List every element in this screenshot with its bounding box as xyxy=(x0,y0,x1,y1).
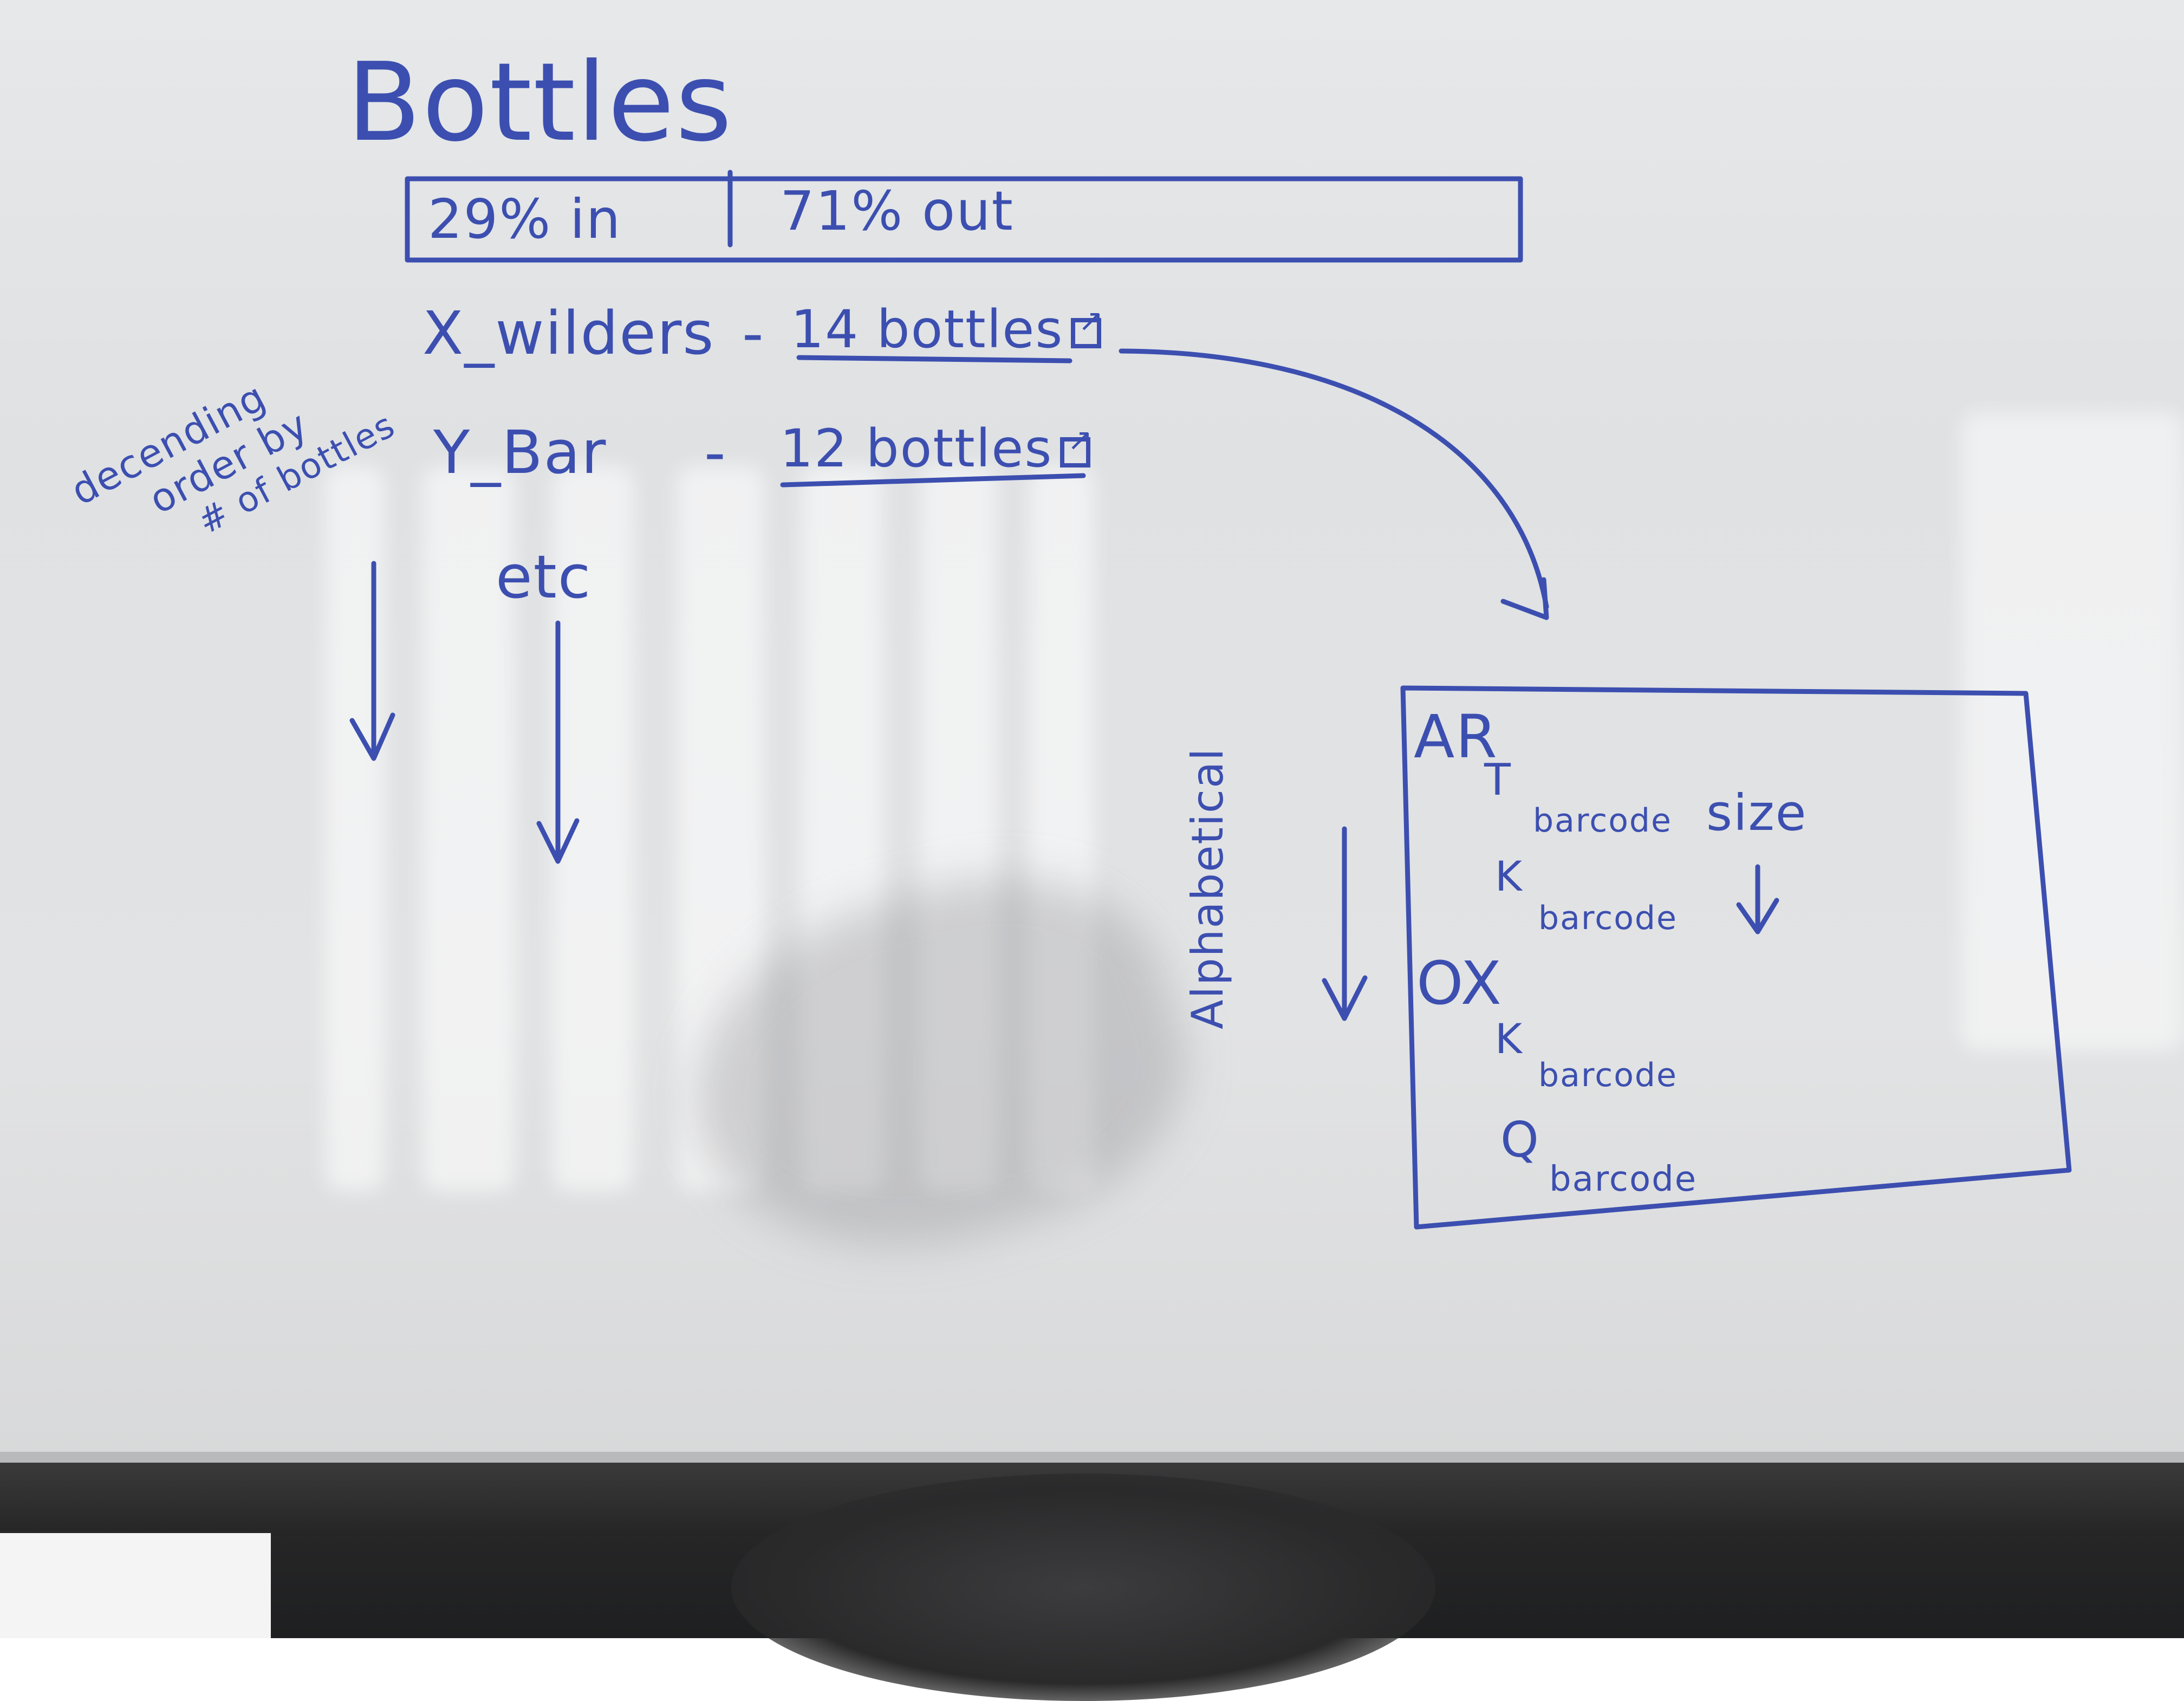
window-glare xyxy=(325,466,385,1192)
etc-label: etc xyxy=(496,542,592,612)
barcode-label: barcode xyxy=(1538,1056,1678,1094)
person-knee xyxy=(731,1473,1435,1701)
item-label: K xyxy=(1495,852,1523,900)
list-item-count[interactable]: 12 bottles xyxy=(780,418,1053,479)
whiteboard: Bottles 29% in 71% out X_wilders - 14 bo… xyxy=(0,0,2184,1463)
list-item-name: X_wilders xyxy=(422,298,715,368)
list-item-name: Y_Bar xyxy=(433,418,607,487)
item-label: K xyxy=(1495,1015,1523,1063)
window-glare xyxy=(921,466,997,1192)
window-glare xyxy=(1961,412,2184,1051)
list-item-link[interactable]: 12 bottles xyxy=(780,423,1094,475)
alpha-note: Alphabetical xyxy=(1182,747,1233,1029)
arrow-head xyxy=(1500,577,1549,620)
bar-out-label: 71% out xyxy=(780,179,1014,243)
size-label: size xyxy=(1706,784,1808,842)
item-label: T xyxy=(1484,755,1512,805)
paper-sheet xyxy=(0,1533,271,1638)
group-label: OX xyxy=(1416,949,1503,1018)
group-label: AR xyxy=(1414,702,1498,771)
external-link-icon[interactable] xyxy=(1060,425,1094,468)
page-title: Bottles xyxy=(347,40,733,166)
window-glare xyxy=(1029,466,1094,1192)
size-arrow-head xyxy=(1736,898,1779,934)
barcode-label: barcode xyxy=(1533,802,1672,840)
alpha-arrow-head xyxy=(1322,975,1368,1021)
window-glare xyxy=(422,466,515,1192)
barcode-label: barcode xyxy=(1538,899,1678,937)
external-link-icon[interactable] xyxy=(1071,306,1104,348)
curved-arrow xyxy=(1119,348,1549,609)
window-glare xyxy=(802,466,883,1192)
item-label: Q xyxy=(1500,1112,1540,1168)
list-item-separator: - xyxy=(704,418,727,487)
barcode-label: barcode xyxy=(1549,1159,1698,1199)
bar-in-label: 29% in xyxy=(428,187,622,251)
window-glare xyxy=(677,466,764,1192)
list-item-separator: - xyxy=(742,298,765,368)
list-item-count[interactable]: 14 bottles xyxy=(791,299,1064,360)
list-item-link[interactable]: 14 bottles xyxy=(791,303,1104,355)
